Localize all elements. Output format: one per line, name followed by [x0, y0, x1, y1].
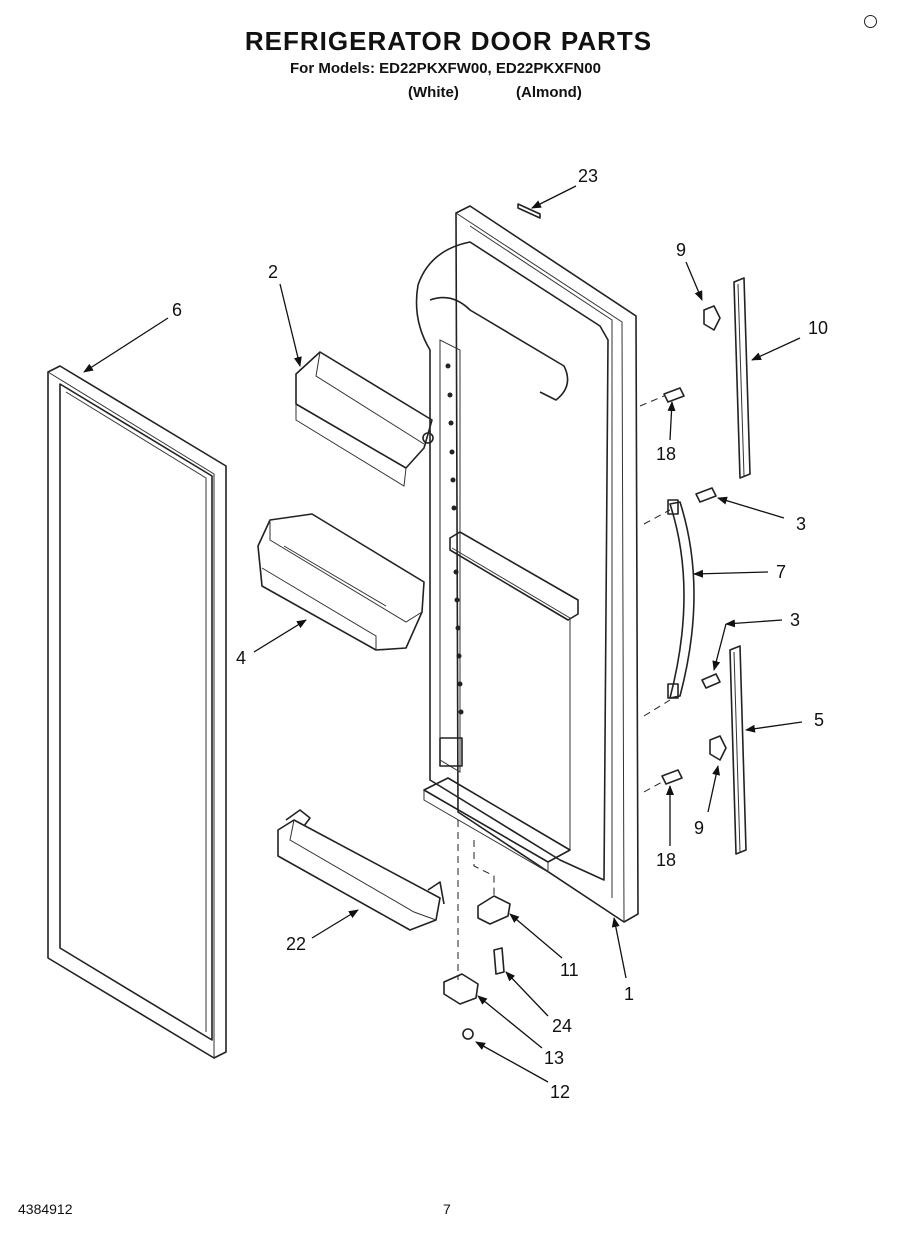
page-number: 7: [443, 1201, 451, 1217]
callout-24: 24: [552, 1016, 572, 1036]
part-12-screw: [462, 1028, 474, 1040]
callout-9-lower: 9: [694, 818, 704, 838]
part-3-handle-screw-upper: [695, 487, 717, 503]
part-18-screw-upper: [663, 387, 685, 403]
part-4-door-bin: [257, 513, 425, 651]
alignment-line-18-lower: [643, 781, 663, 793]
alignment-line-bracket: [473, 840, 495, 896]
part-18-screw-lower: [661, 769, 683, 785]
callout-2: 2: [268, 262, 278, 282]
part-10-trim-strip: [733, 277, 751, 479]
callout-1: 1: [624, 984, 634, 1004]
part-23-label: [517, 203, 541, 219]
variant-almond: (Almond): [516, 84, 582, 101]
part-9-clip-lower: [709, 735, 727, 761]
callout-18-lower: 18: [656, 850, 676, 870]
callout-3-lower: 3: [790, 610, 800, 630]
callout-11: 11: [560, 960, 579, 980]
corner-circle-mark: [864, 15, 877, 28]
callout-9-upper: 9: [676, 240, 686, 260]
alignment-line-18-upper: [639, 395, 665, 407]
callout-4: 4: [236, 648, 246, 668]
part-3-handle-screw-lower: [701, 673, 721, 689]
callout-5: 5: [814, 710, 824, 730]
alignment-line-7-upper: [643, 509, 671, 525]
part-9-clip-upper: [703, 305, 721, 331]
part-13-hinge-pin: [443, 973, 479, 1005]
part-2-dairy-door: [295, 351, 434, 487]
part-6-door-gasket: [47, 365, 227, 1059]
page-title: REFRIGERATOR DOOR PARTS: [244, 26, 653, 56]
alignment-line-7-lower: [643, 699, 671, 717]
document-number: 4384912: [18, 1201, 73, 1217]
callout-3-upper: 3: [796, 514, 806, 534]
part-22-lower-bin: [277, 809, 445, 931]
models-line: For Models: ED22PKXFW00, ED22PKXFN00: [290, 60, 601, 77]
callout-10: 10: [808, 318, 828, 338]
part-11-hinge-bracket: [477, 895, 511, 925]
callout-18-upper: 18: [656, 444, 676, 464]
part-1-door-assembly: [415, 205, 639, 923]
variant-white: (White): [408, 84, 459, 101]
callout-23: 23: [578, 166, 598, 186]
callout-13: 13: [544, 1048, 564, 1068]
callout-7: 7: [776, 562, 786, 582]
part-24-screw: [493, 947, 505, 975]
callout-12: 12: [550, 1082, 570, 1102]
part-7-door-handle: [667, 499, 695, 699]
part-5-trim-strip: [729, 645, 747, 855]
callout-6: 6: [172, 300, 182, 320]
callout-22: 22: [286, 934, 306, 954]
